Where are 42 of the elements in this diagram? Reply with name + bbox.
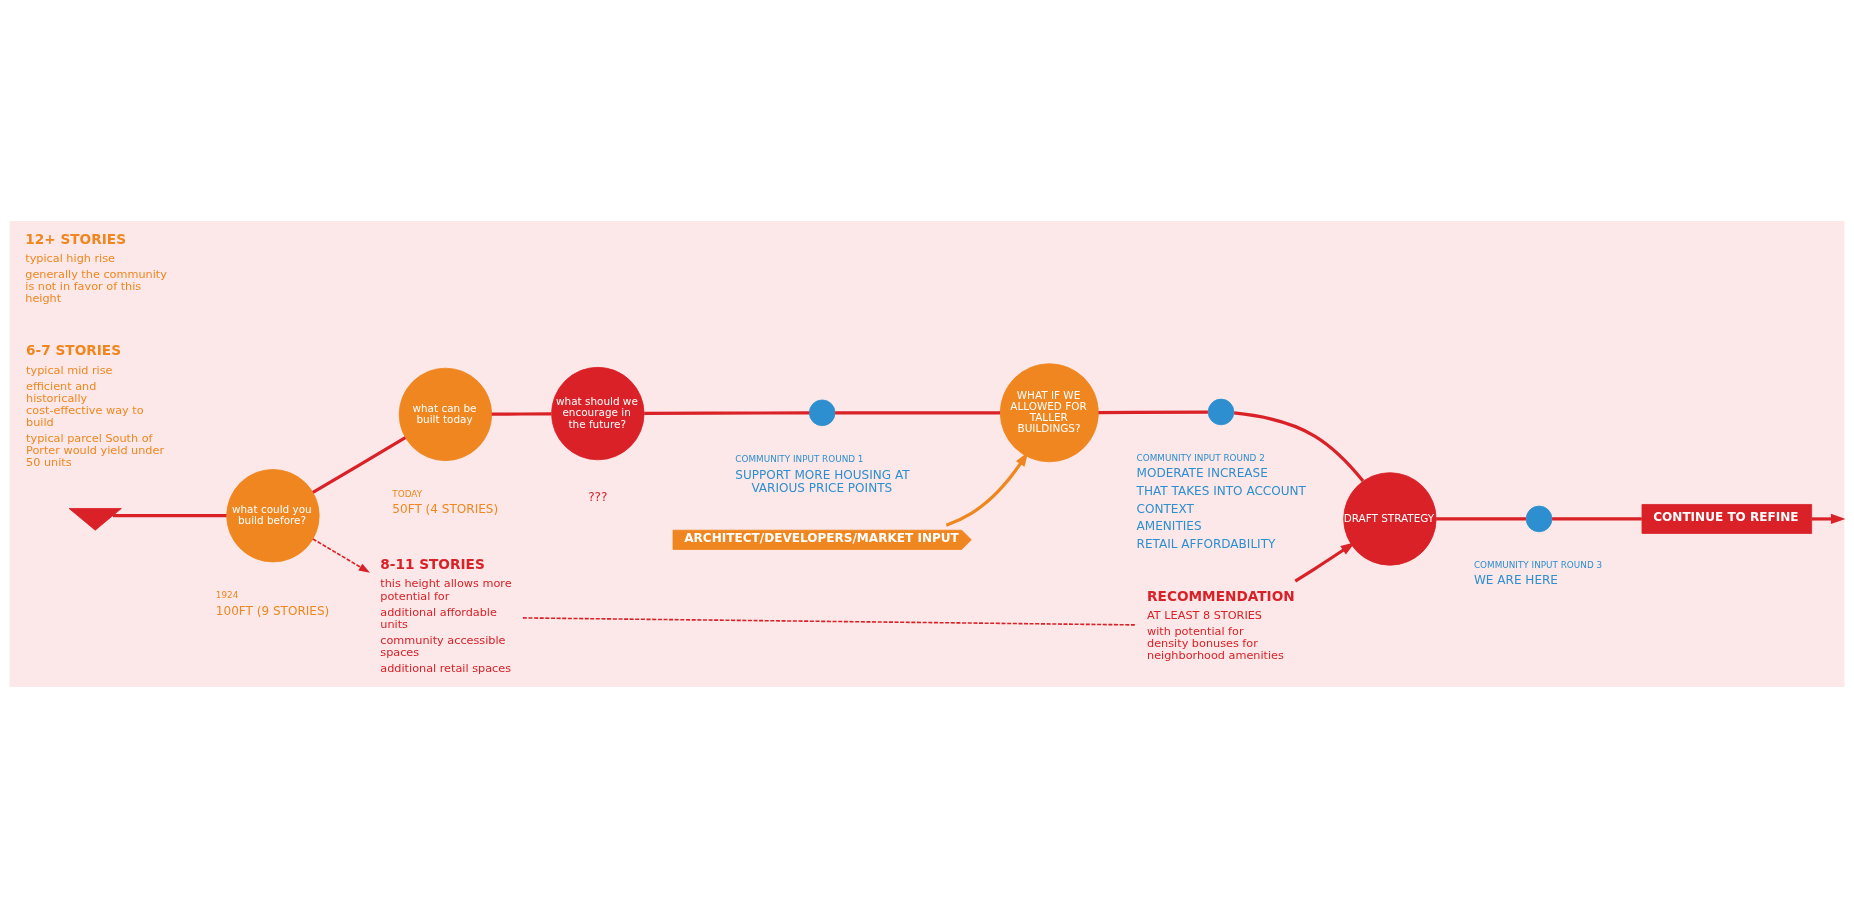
node-circle: DRAFT STRATEGY	[1343, 472, 1437, 566]
node-label: WE ARE HERE	[1473, 573, 1558, 588]
arrow	[312, 538, 370, 573]
node-label: 50FT (4 STORIES)	[392, 502, 499, 517]
connector	[312, 436, 407, 494]
connector	[835, 411, 1001, 415]
connector	[1098, 410, 1208, 415]
node-label: COMMUNITY INPUT ROUND 2	[1136, 452, 1265, 463]
node-circle	[808, 399, 836, 427]
node-label: COMMUNITY INPUT ROUND 3	[1473, 559, 1603, 570]
node-label: THAT TAKES INTO ACCOUNT	[1136, 483, 1306, 498]
node-label: TODAY	[392, 489, 423, 500]
node-box: CONTINUE TO REFINE	[1641, 504, 1813, 534]
arrow	[1811, 513, 1846, 524]
node-label: SUPPORT MORE HOUSING AT VARIOUS PRICE POINTS	[735, 467, 910, 496]
node-circle: what could you build before?	[226, 469, 320, 563]
arrow	[1294, 542, 1356, 583]
node-label: CONTEXT	[1136, 501, 1194, 516]
connector	[491, 412, 552, 416]
node-label: 100FT (9 STORIES)	[215, 603, 330, 618]
node-circle: what can be built today	[398, 367, 493, 462]
connector	[112, 514, 227, 518]
node-text: 6-7 STORIES typical mid rise efficient and historically cost-effective way to build typical parcel South of Porter would yield under 50 units	[26, 342, 165, 470]
node-label: MODERATE INCREASE	[1136, 466, 1268, 481]
connector	[1552, 517, 1642, 521]
node-circle: WHAT IF WE ALLOWED FOR TALLER BUILDINGS?	[999, 363, 1099, 463]
node-circle	[1207, 398, 1235, 426]
node-label: AMENITIES	[1136, 519, 1202, 534]
node-label: RETAIL AFFORDABILITY	[1136, 536, 1276, 551]
node-label: 1924	[215, 590, 239, 601]
node-text: 12+ STORIES typical high rise generally the community is not in favor of this height	[25, 230, 167, 305]
connector	[644, 411, 810, 416]
connector	[522, 617, 1136, 626]
connector	[1436, 517, 1526, 521]
node-text: RECOMMENDATION AT LEAST 8 STORIES with potential for density bonuses for neighborhood amenities	[1147, 587, 1295, 663]
node-text: 8-11 STORIES this height allows more potential for additional affordable units community accessible spaces additional retail spaces	[380, 556, 512, 675]
node-label: ???	[588, 490, 608, 505]
connector	[1233, 411, 1365, 483]
node-circle: what should we encourage in the future?	[551, 366, 645, 461]
node-circle	[1525, 505, 1553, 533]
node-label: COMMUNITY INPUT ROUND 1	[735, 454, 864, 465]
node-triangle	[68, 508, 122, 531]
